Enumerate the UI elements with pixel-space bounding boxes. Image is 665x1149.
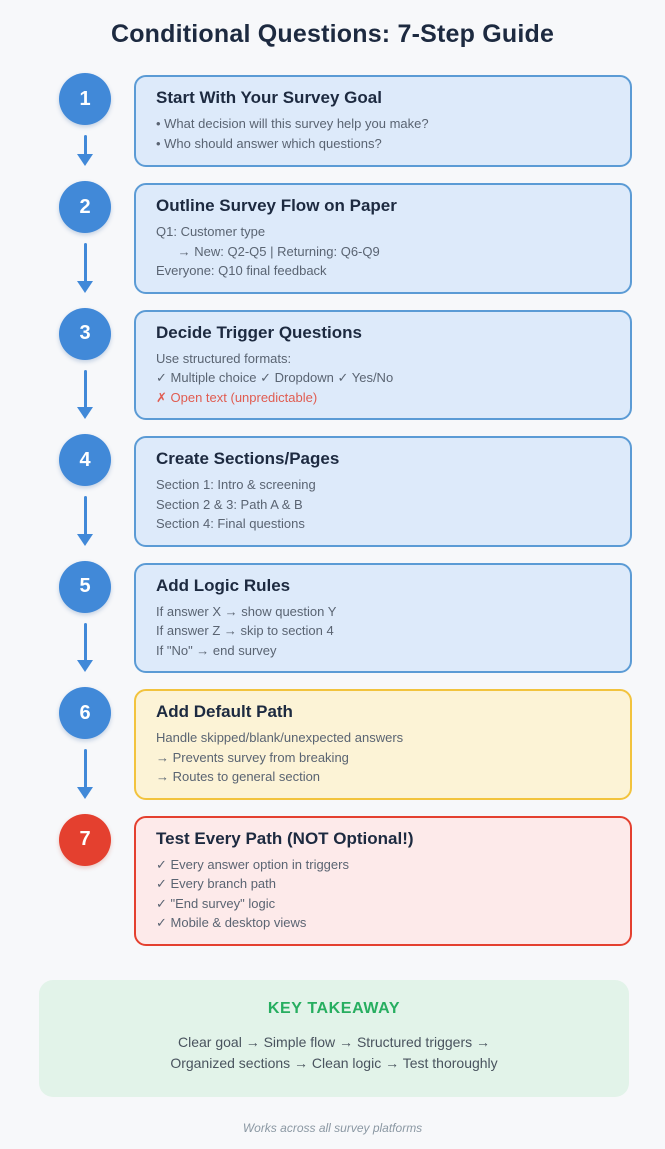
step-detail-line: If "No" → end survey	[156, 642, 277, 658]
step-detail-line: Section 2 & 3: Path A & B	[156, 496, 303, 512]
down-arrow-icon	[83, 369, 87, 410]
step-detail-line: • What decision will this survey help yo…	[156, 116, 429, 131]
step-number-badge: 6	[59, 687, 111, 739]
step-row: 1 Start With Your Survey Goal • What dec…	[58, 73, 632, 167]
step-details: Use structured formats: ✓ Multiple choice…	[156, 349, 610, 408]
step-rail: 3	[58, 307, 112, 421]
step-card: Test Every Path (NOT Optional!) ✓ Every …	[134, 815, 632, 946]
step-detail-line: ✓ Every answer option in triggers	[156, 856, 349, 872]
step-row: 5 Add Logic Rules If answer X → show que…	[58, 560, 632, 674]
key-takeaway-card: KEY TAKEAWAY Clear goal → Simple flow → …	[39, 979, 629, 1097]
step-details: Q1: Customer type → New: Q2-Q5 | Returni…	[156, 222, 610, 281]
step-rail: 2	[58, 181, 112, 294]
step-detail-line: If answer X → show question Y	[156, 603, 337, 619]
step-card: Create Sections/Pages Section 1: Intro &…	[134, 436, 632, 547]
step-rail: 7	[58, 813, 112, 946]
down-arrow-icon	[83, 496, 87, 537]
step-row: 4 Create Sections/Pages Section 1: Intro…	[58, 434, 632, 547]
step-detail-line: ✓ Mobile & desktop views	[156, 915, 307, 930]
step-card: Outline Survey Flow on Paper Q1: Custome…	[134, 183, 632, 294]
step-title: Decide Trigger Questions	[156, 322, 362, 342]
step-detail-line: Q1: Customer type	[156, 224, 266, 239]
step-detail-line: If answer Z → skip to section 4	[156, 623, 334, 638]
step-number-badge: 3	[59, 307, 111, 360]
key-takeaway-line: Clear goal → Simple flow → Structured tr…	[178, 1033, 490, 1050]
step-title: Start With Your Survey Goal	[156, 88, 382, 107]
step-detail-line: Section 4: Final questions	[156, 516, 305, 531]
step-card: Decide Trigger Questions Use structured …	[134, 309, 632, 420]
step-rail: 5	[58, 560, 112, 674]
step-title: Add Logic Rules	[156, 575, 291, 595]
page-title: Conditional Questions: 7-Step Guide	[110, 20, 555, 48]
step-detail-line: → Prevents survey from breaking	[156, 749, 349, 765]
step-title: Test Every Path (NOT Optional!)	[156, 828, 414, 848]
step-rail: 1	[58, 73, 112, 167]
down-arrow-icon	[83, 622, 87, 663]
footnote: Works across all survey platforms	[242, 1120, 423, 1135]
step-detail-line: ✓ Every branch path	[156, 876, 277, 891]
down-arrow-icon	[83, 243, 87, 284]
step-row: 3 Decide Trigger Questions Use structure…	[58, 307, 632, 421]
step-alert-line: ✗ Open text (unpredictable)	[156, 389, 318, 405]
step-number-badge: 7	[59, 813, 111, 866]
step-detail-line: Section 1: Intro & screening	[156, 477, 316, 492]
step-card: Add Default Path Handle skipped/blank/un…	[134, 689, 632, 800]
key-takeaway-line: Organized sections → Clean logic → Test …	[170, 1055, 498, 1072]
step-rail: 6	[58, 687, 112, 800]
step-card: Add Logic Rules If answer X → show quest…	[134, 562, 632, 673]
step-row: 6 Add Default Path Handle skipped/blank/…	[58, 687, 632, 800]
step-number-badge: 5	[59, 560, 111, 613]
step-details: ✓ Every answer option in triggers ✓ Every…	[156, 855, 610, 933]
step-detail-line: Everyone: Q10 final feedback	[156, 263, 327, 278]
step-number-badge: 1	[59, 73, 111, 125]
step-detail-line: → Routes to general section	[156, 769, 321, 784]
step-row: 7 Test Every Path (NOT Optional!) ✓ Ever…	[58, 813, 632, 946]
step-row: 2 Outline Survey Flow on Paper Q1: Custo…	[58, 181, 632, 294]
step-detail-line: → New: Q2-Q5 | Returning: Q6-Q9	[156, 243, 380, 259]
steps-flowchart: 1 Start With Your Survey Goal • What dec…	[0, 73, 665, 946]
step-detail-line: • Who should answer which questions?	[156, 135, 382, 151]
step-detail-line: Use structured formats:	[156, 350, 292, 366]
down-arrow-icon	[83, 749, 87, 790]
step-details: If answer X → show question Y If answer Z…	[156, 602, 610, 661]
step-details: Handle skipped/blank/unexpected answers →…	[156, 728, 610, 787]
key-takeaway-heading: KEY TAKEAWAY	[267, 999, 401, 1017]
step-number-badge: 2	[59, 181, 111, 233]
step-title: Add Default Path	[156, 702, 293, 721]
step-card: Start With Your Survey Goal • What decis…	[134, 75, 632, 167]
step-detail-line: ✓ "End survey" logic	[156, 895, 276, 911]
step-detail-line: Handle skipped/blank/unexpected answers	[156, 730, 404, 745]
step-title: Create Sections/Pages	[156, 449, 340, 468]
down-arrow-icon	[83, 135, 87, 157]
step-number-badge: 4	[59, 434, 111, 486]
step-detail-line: ✓ Multiple choice ✓ Dropdown ✓ Yes/No	[156, 370, 394, 385]
step-details: • What decision will this survey help yo…	[156, 114, 610, 153]
step-rail: 4	[58, 434, 112, 547]
step-title: Outline Survey Flow on Paper	[156, 196, 397, 215]
